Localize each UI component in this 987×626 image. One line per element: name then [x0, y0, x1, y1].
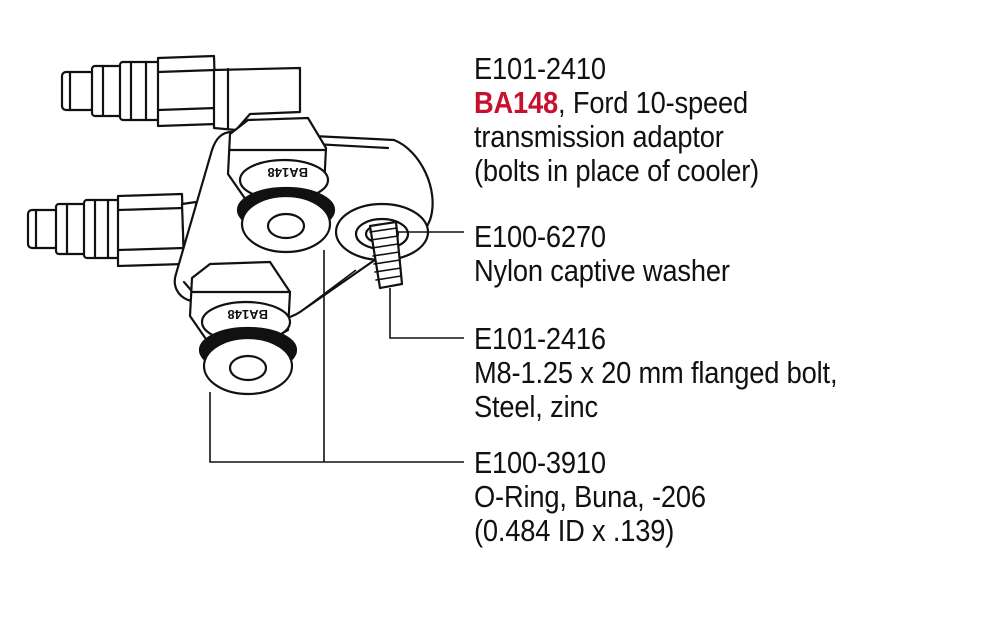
upper-quick-connect-fitting: [60, 54, 302, 132]
callout-o-ring: E100-3910 O-Ring, Buna, -206 (0.484 ID x…: [474, 446, 706, 548]
bolt-description-line-2: Steel, zinc: [474, 389, 598, 424]
leader-line-bolt: [389, 288, 464, 339]
lower-hex-boss: [188, 260, 298, 396]
adaptor-highlight-code: BA148: [474, 85, 559, 120]
adaptor-description-line-1: BA148, Ford 10-speed: [474, 86, 759, 120]
callout-adaptor: E101-2410 BA148, Ford 10-speed transmiss…: [474, 52, 759, 188]
callout-washer: E100-6270 Nylon captive washer: [474, 220, 730, 288]
flanged-bolt-assembly: [334, 202, 430, 290]
washer-description: Nylon captive washer: [474, 253, 730, 288]
callout-bolt: E101-2416 M8-1.25 x 20 mm flanged bolt, …: [474, 321, 838, 424]
leader-line-o-rings: [209, 392, 464, 463]
o-ring-description-line-2: (0.484 ID x .139): [474, 513, 675, 548]
lower-boss-engraving: BA148: [228, 307, 268, 322]
adaptor-description-rest: , Ford 10-speed: [558, 85, 748, 120]
washer-part-number: E100-6270: [474, 219, 606, 254]
lower-quick-connect-fitting: [26, 192, 198, 268]
upper-boss-engraving: BA148: [268, 165, 308, 180]
adaptor-description-line-3: (bolts in place of cooler): [474, 153, 760, 188]
bolt-description-line-1: M8-1.25 x 20 mm flanged bolt,: [474, 355, 838, 390]
upper-hex-boss: [226, 116, 336, 254]
bolt-part-number: E101-2416: [474, 321, 606, 356]
adaptor-part-number: E101-2410: [474, 51, 606, 86]
o-ring-part-number: E100-3910: [474, 445, 606, 480]
leader-line-o-rings-lower: [299, 269, 357, 313]
o-ring-description-line-1: O-Ring, Buna, -206: [474, 479, 706, 514]
adaptor-description-line-2: transmission adaptor: [474, 119, 724, 154]
